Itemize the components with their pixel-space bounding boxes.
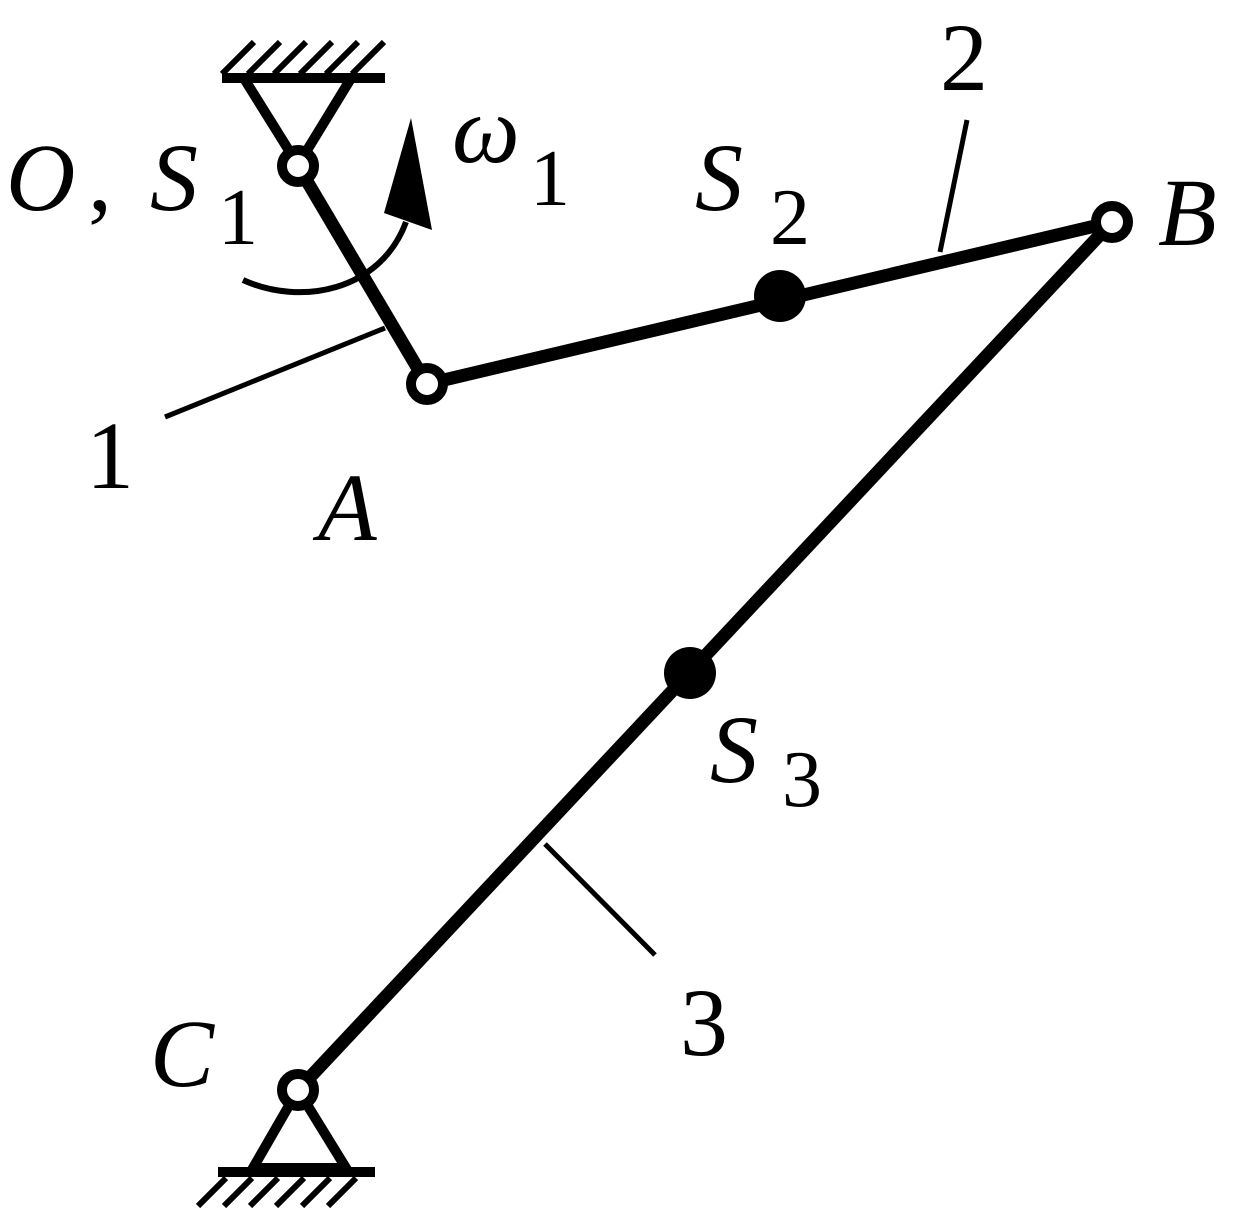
ground-hatching-top	[219, 39, 387, 77]
leader-link-1	[164, 325, 386, 420]
joint-B	[1091, 201, 1133, 243]
label-link-2: 2	[940, 4, 988, 111]
label-C: C	[150, 1000, 215, 1107]
label-S2-subscript: 2	[770, 174, 810, 262]
label-S1: S	[150, 124, 198, 231]
label-A: A	[312, 454, 377, 561]
omega-arc	[241, 220, 409, 296]
label-O: O	[6, 124, 75, 231]
center-of-mass-S2	[754, 270, 806, 322]
ground-support-C	[195, 1080, 375, 1209]
center-of-mass-S3	[664, 647, 716, 699]
joint-C	[277, 1069, 319, 1111]
ground-support-O	[219, 39, 387, 175]
ground-hatching-bottom	[195, 1175, 359, 1209]
label-link-1: 1	[86, 402, 134, 509]
omega-arrowhead	[384, 118, 432, 230]
label-O-comma: ,	[88, 124, 112, 231]
label-omega-subscript: 1	[530, 135, 570, 223]
label-link-3: 3	[680, 969, 728, 1076]
label-B: B	[1158, 159, 1217, 266]
leader-link-2	[937, 119, 970, 253]
label-S2: S	[695, 124, 743, 231]
joint-A	[406, 363, 448, 405]
joint-O	[277, 145, 319, 187]
label-S3-subscript: 3	[782, 736, 822, 824]
label-S3: S	[710, 696, 758, 803]
leader-link-3	[543, 842, 657, 957]
label-omega: ω	[452, 76, 520, 183]
label-S1-subscript: 1	[218, 174, 258, 262]
omega-arrow	[241, 118, 432, 296]
